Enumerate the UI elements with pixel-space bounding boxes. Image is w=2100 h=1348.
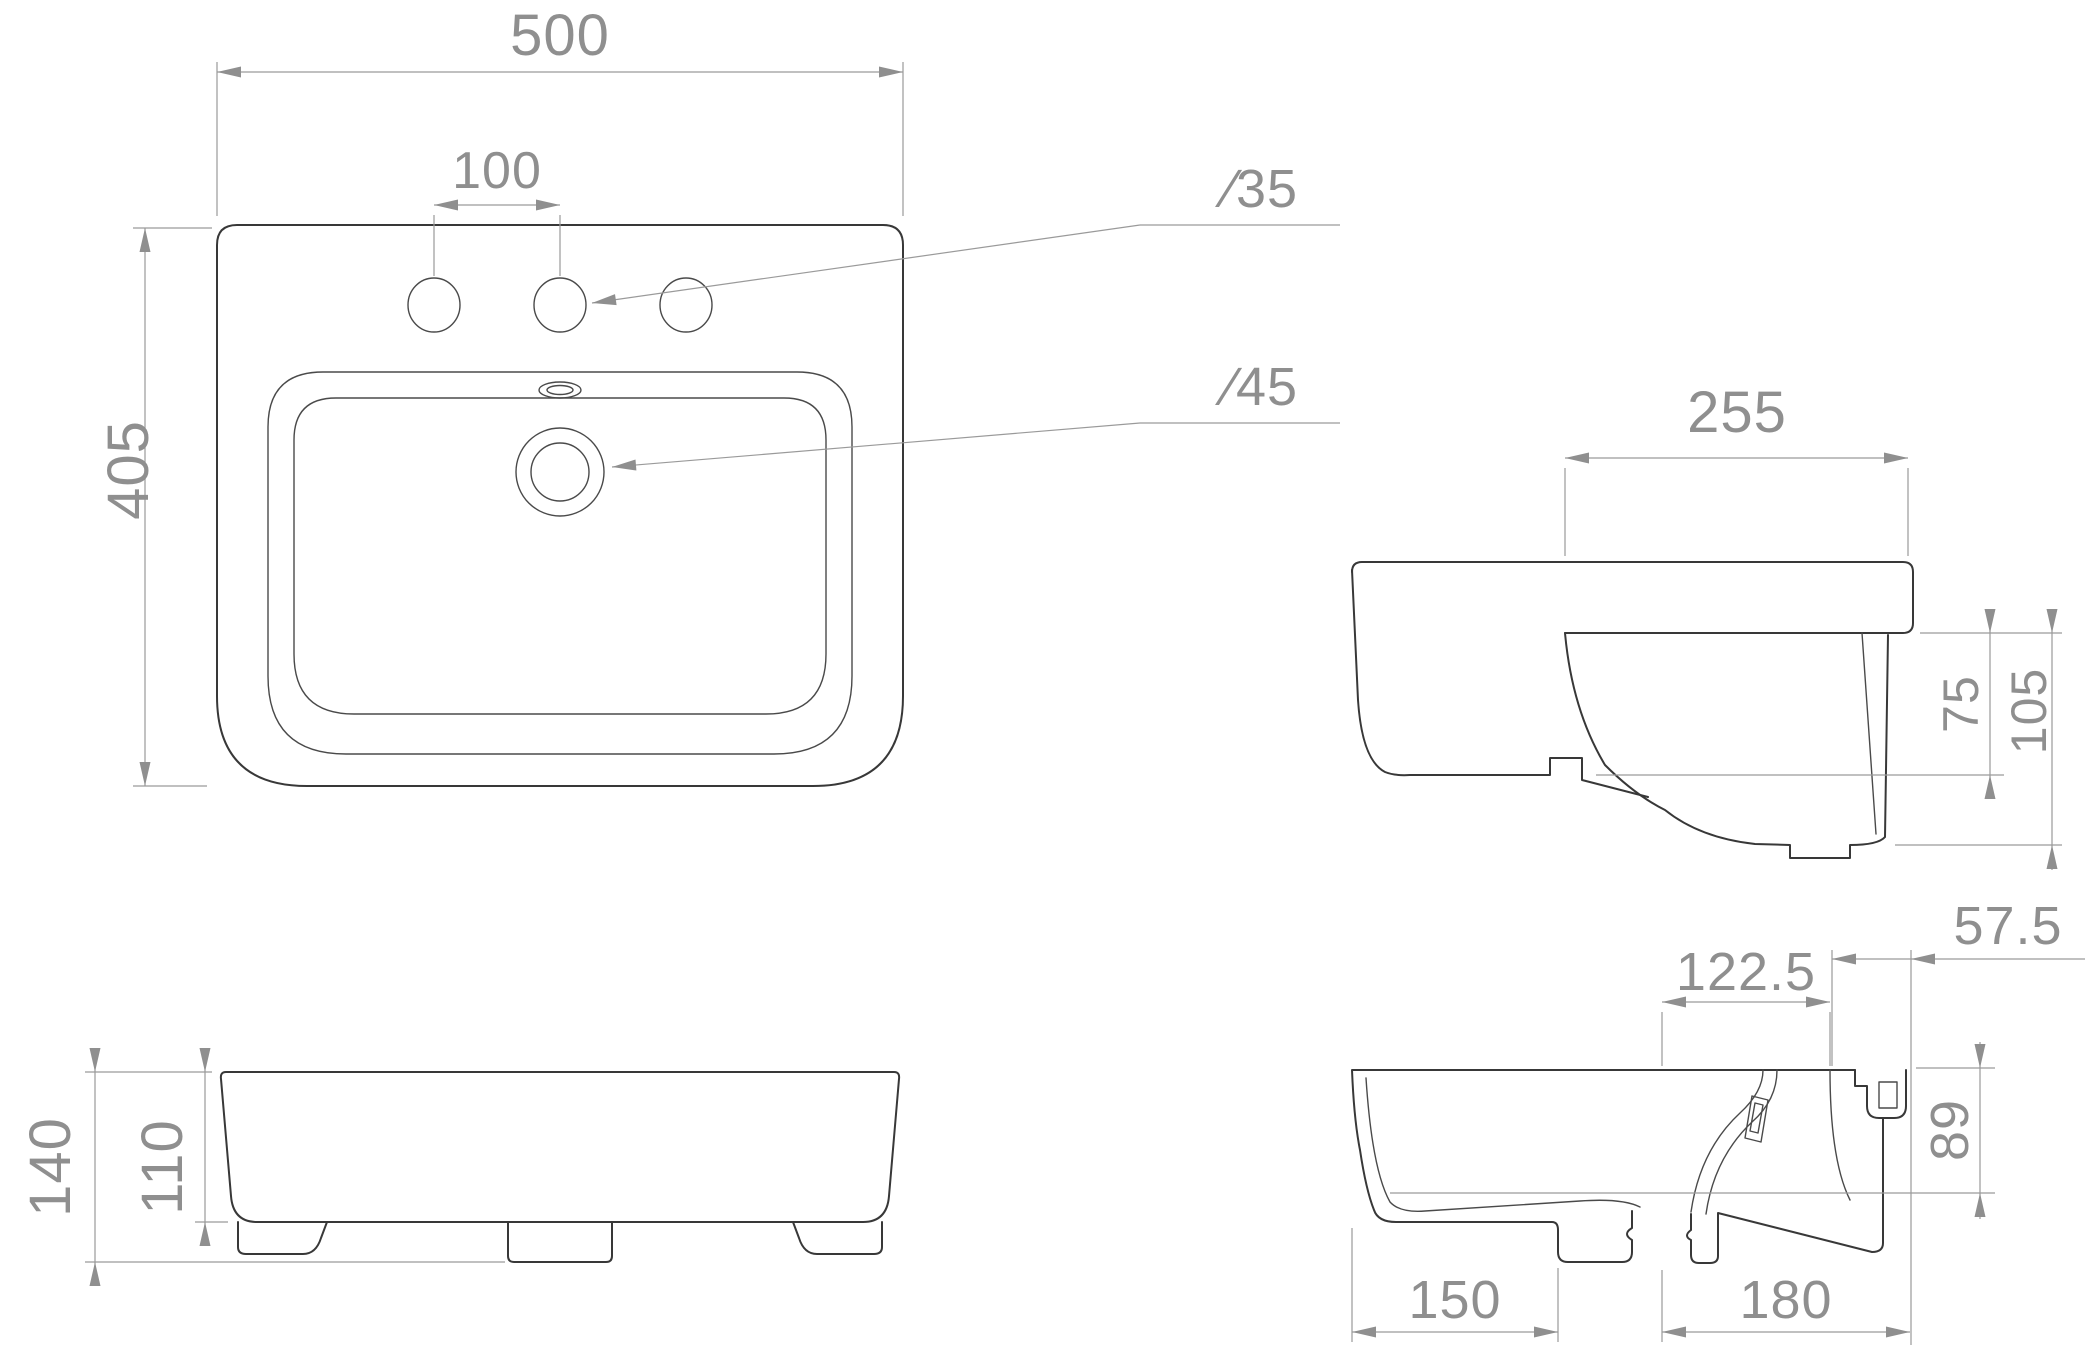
- dim-75-label: 75: [1933, 675, 1989, 733]
- dim-d45-label: ∕45: [1215, 357, 1298, 417]
- arrow-icon: [1806, 996, 1830, 1008]
- basin-outer-outline: [216, 224, 904, 787]
- side-apron-outline: [1351, 569, 1649, 798]
- arrow-icon: [89, 1262, 101, 1286]
- arrow-icon: [1352, 1326, 1376, 1338]
- arrow-icon: [139, 228, 151, 252]
- basin-bowl-outline: [293, 397, 827, 715]
- front-body-outline: [219, 1071, 901, 1223]
- arrow-icon: [89, 1048, 101, 1072]
- arrow-icon: [217, 66, 241, 78]
- section-overflow-slot: [1744, 1095, 1769, 1143]
- arrow-icon: [434, 199, 458, 211]
- front-foot-center: [507, 1221, 613, 1263]
- leader-d45-line: [611, 422, 1141, 468]
- front-foot-left: [237, 1221, 328, 1255]
- arrow-icon: [1911, 953, 1935, 965]
- dim-105-label: 105: [2001, 668, 2057, 754]
- faucet-hole-left: [407, 277, 461, 333]
- drain-hole-inner: [530, 442, 590, 502]
- section-overflow-curve-inner: [1690, 1069, 1764, 1213]
- arrow-icon: [592, 294, 617, 306]
- arrow-icon: [1662, 1326, 1686, 1338]
- arrow-icon: [536, 199, 560, 211]
- arrow-icon: [879, 66, 903, 78]
- dim-180-label: 180: [1739, 1270, 1832, 1330]
- front-view: 140 110: [18, 1048, 901, 1286]
- dim-d35-label: ∕35: [1215, 159, 1298, 219]
- side-bowl-outline: [1564, 632, 1889, 859]
- arrow-icon: [1565, 452, 1589, 464]
- section-back-wall: [1686, 1117, 1884, 1264]
- arrow-icon: [139, 762, 151, 786]
- dim-500-label: 500: [510, 3, 610, 68]
- front-foot-right: [792, 1221, 883, 1255]
- leader-d35-line: [591, 224, 1141, 304]
- side-bowl-inner-edge: [1861, 632, 1877, 835]
- section-back-wall-inner: [1829, 1069, 1851, 1201]
- dim-57-label: 57.5: [1953, 896, 2062, 956]
- overflow-slot-inner: [546, 384, 574, 396]
- side-flange-outline: [1351, 561, 1914, 634]
- section-bracket: [1854, 1069, 1907, 1119]
- arrow-icon: [1886, 1326, 1910, 1338]
- section-view: 122.5 57.5 89 150 180: [1351, 896, 2085, 1345]
- faucet-hole-center: [533, 277, 587, 333]
- side-view: 255 75 105: [1351, 380, 2062, 870]
- arrow-icon: [199, 1222, 211, 1246]
- arrow-icon: [612, 459, 637, 471]
- arrow-icon: [1884, 452, 1908, 464]
- dim-255-label: 255: [1687, 380, 1787, 445]
- arrow-icon: [199, 1048, 211, 1072]
- faucet-hole-right: [659, 277, 713, 333]
- dim-100-label: 100: [452, 142, 542, 200]
- plan-view: 500 100 405 ∕35 ∕45: [96, 3, 1340, 787]
- section-outer-left: [1351, 1069, 1856, 1263]
- dim-405-label: 405: [96, 420, 161, 520]
- arrow-icon: [1974, 1193, 1986, 1217]
- arrow-icon: [1974, 1044, 1986, 1068]
- arrow-icon: [1984, 609, 1996, 633]
- dim-89-label: 89: [1920, 1099, 1980, 1161]
- overflow-slot-outer: [538, 381, 582, 399]
- dim-122-label: 122.5: [1676, 942, 1816, 1002]
- basin-rim-outline: [267, 371, 853, 755]
- section-fixing-hole: [1878, 1081, 1898, 1109]
- dim-140-label: 140: [18, 1117, 83, 1217]
- arrow-icon: [1984, 775, 1996, 799]
- dim-110-label: 110: [130, 1119, 195, 1214]
- dim-150-label: 150: [1408, 1270, 1501, 1330]
- arrow-icon: [1662, 996, 1686, 1008]
- section-overflow-curve-outer: [1705, 1069, 1778, 1215]
- arrow-icon: [2046, 845, 2058, 869]
- section-bowl-interior: [1365, 1077, 1641, 1212]
- arrow-icon: [1534, 1326, 1558, 1338]
- drain-hole-outer: [515, 427, 605, 517]
- arrow-icon: [1832, 953, 1856, 965]
- arrow-icon: [2046, 609, 2058, 633]
